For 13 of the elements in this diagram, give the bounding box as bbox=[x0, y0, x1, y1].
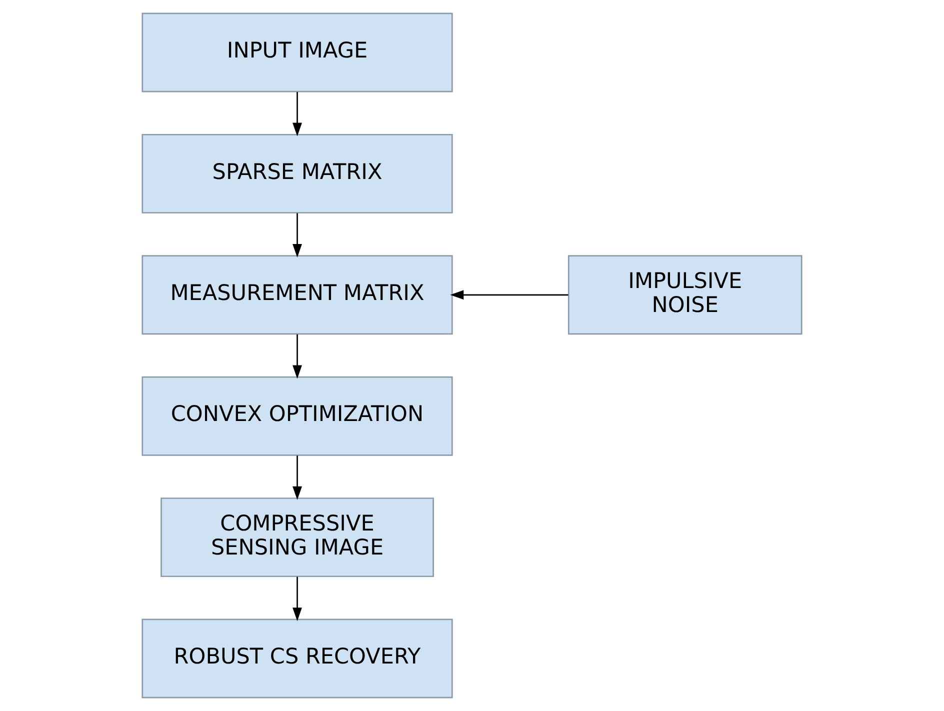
arrow bbox=[292, 334, 302, 379]
arrow bbox=[292, 456, 302, 500]
arrow bbox=[292, 213, 302, 258]
node-box: INPUT IMAGE bbox=[142, 12, 453, 92]
node-box: COMPRESSIVE SENSING IMAGE bbox=[160, 498, 434, 578]
node-box: SPARSE MATRIX bbox=[142, 134, 453, 214]
arrow bbox=[292, 576, 302, 622]
arrow bbox=[450, 290, 568, 300]
node-box: ROBUST CS RECOVERY bbox=[142, 618, 453, 698]
node-box: MEASUREMENT MATRIX bbox=[142, 255, 453, 335]
node-box: CONVEX OPTIMIZATION bbox=[142, 376, 453, 456]
arrow bbox=[292, 92, 302, 136]
node-box: IMPULSIVE NOISE bbox=[568, 255, 802, 335]
